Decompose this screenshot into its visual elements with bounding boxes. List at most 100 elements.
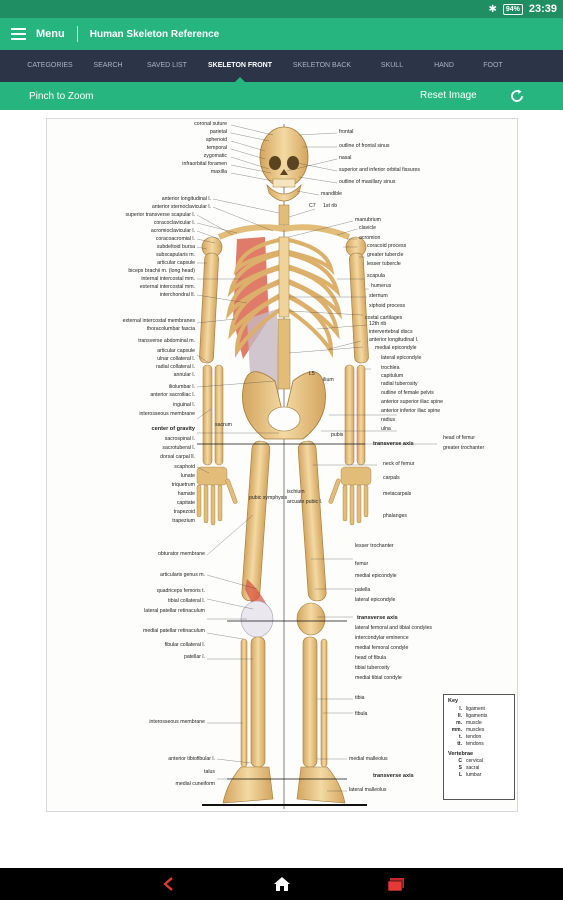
label-ulnar-collateral: ulnar collateral l. (157, 356, 195, 362)
label-sacrospinal: sacrospinal l. (164, 436, 195, 442)
label-obturator-membrane: obturator membrane (158, 551, 205, 557)
refresh-icon[interactable] (509, 88, 525, 104)
label-greater-trochanter: greater trochanter (443, 445, 485, 451)
label-intervertebral-discs: intervertebral discs (369, 329, 413, 335)
tab-search[interactable]: SEARCH (93, 62, 123, 69)
label-subscapularis: subscapularis m. (156, 252, 195, 258)
label-tibial-collateral: tibial collateral l. (168, 598, 205, 604)
label-coracoclavicular: coracoclavicular l. (153, 220, 195, 226)
tab-saved-list[interactable]: SAVED LIST (147, 62, 187, 69)
label-nasal: nasal (339, 155, 352, 161)
label-maxilla: maxilla (210, 169, 227, 175)
label-intercondylar-eminence: intercondylar eminence (355, 635, 409, 641)
label-annular: annular l. (173, 372, 195, 378)
label-parietal: parietal (209, 129, 227, 135)
back-icon[interactable] (157, 874, 181, 894)
label-medial-epicondyle-humerus: medial epicondyle (375, 345, 417, 351)
label-capitate: capitate (176, 500, 195, 506)
label-anterior-sternoclavicular: anterior sternoclavicular l. (151, 204, 211, 210)
label-triquetrum: triquetrum (171, 482, 195, 488)
label-anterior-superior-iliac-spine: anterior superior iliac spine (381, 399, 443, 405)
label-lateral-epicondyle-femur: lateral epicondyle (355, 597, 396, 603)
tab-foot[interactable]: FOOT (483, 62, 503, 69)
label-sphenoid: sphenoid (205, 137, 227, 143)
tab-skull[interactable]: SKULL (380, 62, 404, 69)
label-arcuate-pubic: arcuate pubic l. (287, 499, 323, 505)
label-carpals: carpals (383, 475, 400, 481)
home-icon[interactable] (270, 874, 294, 894)
label-transverse-axis-knee: transverse axis (357, 615, 398, 621)
label-femur: femur (355, 561, 369, 567)
label-capitulum: capitulum (381, 373, 404, 379)
label-external-intercostal-membranes: external intercostal membranes (122, 318, 195, 324)
label-ulna: ulna (381, 426, 391, 432)
tab-hand[interactable]: HAND (434, 62, 454, 69)
label-scaphoid: scaphoid (174, 464, 195, 470)
image-viewer[interactable]: coronal suture parietal sphenoid tempora… (0, 110, 563, 868)
skeleton-illustration (196, 124, 437, 809)
label-dorsal-carpal: dorsal carpal ll. (160, 454, 195, 460)
label-tibia: tibia (355, 695, 365, 701)
label-subdeltoid-bursa: subdeltoid bursa (156, 244, 195, 250)
label-coronal-suture: coronal suture (194, 121, 227, 127)
label-xiphoid-process: xiphoid process (369, 303, 406, 309)
label-medial-cuneiform: medial cuneiform (175, 781, 216, 787)
divider (76, 26, 78, 42)
tab-skeleton-back[interactable]: SKELETON BACK (292, 62, 352, 69)
label-ischium: ischium (287, 489, 305, 495)
skeleton-front-plate[interactable]: coronal suture parietal sphenoid tempora… (46, 118, 518, 812)
system-nav-bar (0, 868, 563, 900)
label-neck-of-femur: neck of femur (383, 461, 415, 467)
label-radial-collateral: radial collateral l. (156, 364, 195, 370)
label-anterior-inferior-iliac-spine: anterior inferior iliac spine (381, 408, 441, 414)
hamburger-icon[interactable] (0, 18, 36, 50)
key-row: m.muscle (456, 720, 482, 726)
label-fibular-collateral: fibular collateral l. (164, 642, 205, 648)
label-trapezoid: trapezoid (173, 509, 195, 515)
label-medial-patellar-retinaculum: medial patellar retinaculum (143, 628, 205, 634)
label-quadriceps-femoris: quadriceps femoris t. (156, 588, 205, 594)
label-articularis-genus: articularis genus m. (160, 572, 205, 578)
key-row: ll.ligaments (457, 713, 488, 719)
label-lesser-tubercle: lesser tubercle (367, 261, 401, 267)
image-toolbar: Pinch to Zoom Reset Image (0, 82, 563, 110)
label-fibula: fibula (355, 711, 368, 717)
label-medial-tibial-condyle: medial tibial condyle (355, 675, 402, 681)
label-tibial-tuberosity: tibial tuberosity (355, 665, 390, 671)
label-outline-maxillary-sinus: outline of maxillary sinus (339, 179, 396, 185)
label-trapezium: trapezium (172, 518, 195, 524)
label-articular-capsule: articular capsule (157, 260, 195, 266)
label-hamate: hamate (177, 491, 195, 497)
label-articular-capsule-elbow: articular capsule (157, 348, 195, 354)
label-interosseous-membrane-leg: interosseous membrane (149, 719, 205, 725)
label-patellar-ligament: patellar l. (183, 654, 205, 660)
key-row: t.tendon (458, 734, 482, 740)
label-lateral-patellar-retinaculum: lateral patellar retinaculum (144, 608, 205, 614)
label-interosseous-membrane-arm: interosseous membrane (139, 411, 195, 417)
label-manubrium: manubrium (355, 217, 381, 223)
label-iliolumbar: iliolumbar l. (168, 384, 195, 390)
label-lateral-femoral-tibial-condyles: lateral femoral and tibial condyles (355, 625, 432, 631)
label-transverse-axis-ankle: transverse axis (373, 773, 414, 779)
pinch-to-zoom-hint: Pinch to Zoom (29, 90, 94, 102)
label-talus: talus (204, 769, 215, 775)
key-row: l.ligament (459, 706, 485, 712)
label-ilium: ilium (323, 377, 334, 383)
tab-categories[interactable]: CATEGORIES (27, 62, 73, 69)
key-row: tt.tendons (457, 741, 484, 747)
reset-image-button[interactable]: Reset Image (420, 90, 477, 101)
tab-skeleton-front[interactable]: SKELETON FRONT (200, 50, 280, 82)
recent-apps-icon[interactable] (384, 874, 408, 894)
label-head-of-femur: head of femur (443, 435, 476, 441)
label-inguinal: inguinal l. (173, 402, 195, 408)
menu-button[interactable]: Menu (36, 28, 65, 40)
label-scapula: scapula (367, 273, 385, 279)
label-anterior-tibiofibular: anterior tibiofibular l. (168, 756, 215, 762)
label-medial-femoral-condyle: medial femoral condyle (355, 645, 409, 651)
label-sternum: sternum (369, 293, 388, 299)
key-row: mm.muscles (451, 727, 485, 733)
label-outline-frontal-sinus: outline of frontal sinus (339, 143, 390, 149)
clock: 23:39 (528, 3, 557, 15)
